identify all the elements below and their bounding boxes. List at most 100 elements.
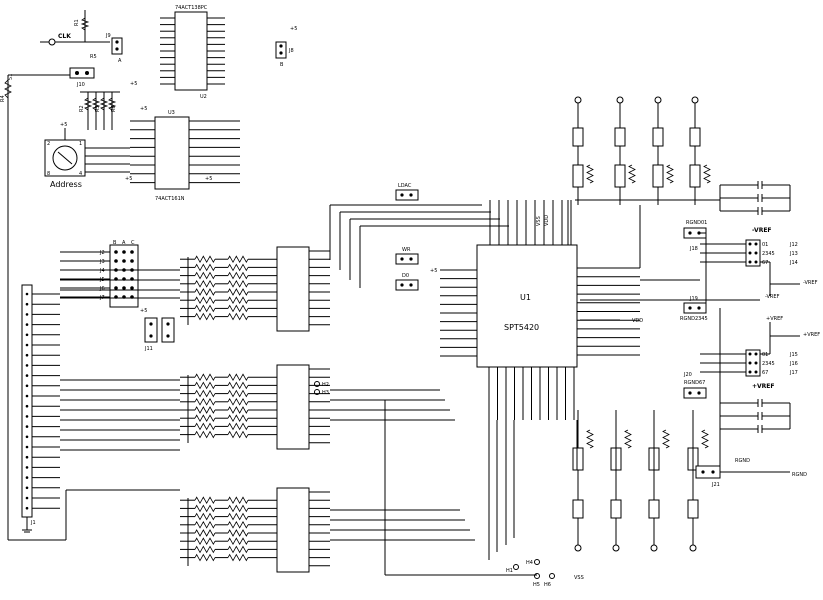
buffer-group: [180, 364, 330, 450]
connector-j1: J1: [21, 284, 60, 533]
wiring: [60, 185, 790, 576]
resistor: [227, 288, 249, 296]
resistor: [227, 430, 249, 439]
connector-pin: [25, 435, 29, 439]
clock-input: CLK R5 R1: [40, 10, 110, 60]
supply-marks: VSS VDD VDD VSS +5: [430, 215, 643, 581]
u2-part: 74ACT138PC: [175, 5, 208, 11]
vss-top: VSS: [536, 216, 542, 226]
connector-pin: [25, 323, 29, 326]
vout-connector: [687, 499, 699, 519]
resistor: [227, 520, 249, 529]
resistor: [194, 406, 216, 414]
resistor: [628, 164, 636, 184]
vout-channel: [652, 96, 674, 205]
connector-pin: [25, 445, 29, 449]
connector-pin: [25, 415, 29, 418]
svg-text:4: 4: [79, 171, 82, 177]
resistor: [194, 537, 216, 546]
vref-selectors: 01 2345 67 01 2345 67 J12 J13 J14 J15 J1…: [700, 227, 820, 390]
resistor: [586, 429, 594, 449]
jumper-pin: [748, 251, 752, 255]
vout-channel: [648, 410, 670, 552]
rgnd2345-label: RGND2345: [680, 316, 708, 322]
vout-channel: [572, 410, 594, 552]
capacitor: [720, 181, 790, 189]
d0-label: D0: [402, 273, 409, 279]
vout-channel: [687, 410, 709, 552]
resistor: [662, 429, 670, 449]
resistor: [194, 430, 216, 439]
jumper-pin: [114, 286, 118, 290]
resistor: [227, 537, 249, 546]
j10-label: J10: [76, 82, 85, 88]
vout-terminal: [612, 544, 620, 552]
jumper-d0[interactable]: D0: [395, 273, 419, 291]
rgnd-out: RGND: [792, 472, 807, 478]
j8-plus5: +5: [290, 26, 297, 32]
jumper-j11[interactable]: J11 +5: [140, 308, 175, 352]
j8-label: J8: [288, 48, 294, 54]
j14-label: J14: [789, 260, 798, 266]
j20-label: J20: [683, 372, 692, 378]
jumper-pin: [122, 286, 126, 290]
pvref-out: +VREF: [803, 332, 820, 338]
resistor: [227, 389, 249, 398]
jumper-j9[interactable]: J9 A: [105, 33, 123, 64]
jumper-ref: J4: [99, 268, 105, 274]
address-plus5: +5: [60, 122, 67, 128]
j19-label: J19: [689, 296, 698, 302]
resistor: [194, 271, 216, 280]
resistor: [586, 164, 594, 184]
j8-b: B: [280, 62, 284, 68]
resistor: [194, 279, 216, 288]
mvref-node: -VREF: [765, 294, 780, 300]
jumper-pin: [748, 260, 752, 264]
connector-pin: [25, 466, 29, 469]
resistor: [227, 296, 249, 305]
capacitor: [720, 207, 790, 215]
u3-plus5b: +5: [205, 176, 212, 182]
jumper-pin: [114, 250, 118, 254]
connector-pin: [25, 496, 29, 500]
jumper-wr[interactable]: WR: [395, 247, 419, 265]
j18-label: J18: [689, 246, 698, 252]
jumper-ref: J6: [99, 286, 105, 292]
connector-pin: [25, 486, 29, 490]
connector-pin: [25, 404, 29, 408]
jumper-j8[interactable]: J8 +5 B: [275, 26, 297, 68]
resistor: [624, 429, 632, 449]
jumper-ldac[interactable]: LDAC: [395, 183, 419, 201]
jumper-pin: [122, 259, 126, 263]
vdd-top: VDD: [544, 215, 550, 226]
jumper-pin: [754, 361, 758, 365]
sel-01-b: 01: [762, 352, 768, 358]
jumper-pin: [748, 361, 752, 365]
resistor: [227, 529, 249, 537]
h1-label: H1: [506, 568, 513, 574]
connector-pin: [25, 302, 29, 306]
vout-filter: [614, 164, 626, 188]
vout-connector: [572, 127, 584, 147]
svg-text:8: 8: [47, 171, 50, 177]
j16-label: J16: [789, 361, 798, 367]
h4-label: H4: [526, 560, 533, 566]
u1-ref: U1: [520, 293, 531, 302]
capacitor: [720, 425, 790, 433]
resistor: [227, 545, 249, 554]
connector-pin: [25, 313, 29, 316]
r4-val: 51: [8, 74, 14, 80]
resistor: [227, 406, 249, 414]
resistor: [194, 296, 216, 305]
resistor: [666, 164, 674, 184]
buffer-group: [180, 246, 330, 332]
blk-c: C: [131, 240, 135, 246]
r4-label: R4: [0, 95, 6, 102]
vout-terminal: [654, 96, 662, 104]
buffer-chip: [276, 487, 310, 573]
jumper-j10[interactable]: J10: [69, 67, 95, 88]
jumper-pin: [748, 352, 752, 356]
connector-pin: [25, 455, 29, 459]
